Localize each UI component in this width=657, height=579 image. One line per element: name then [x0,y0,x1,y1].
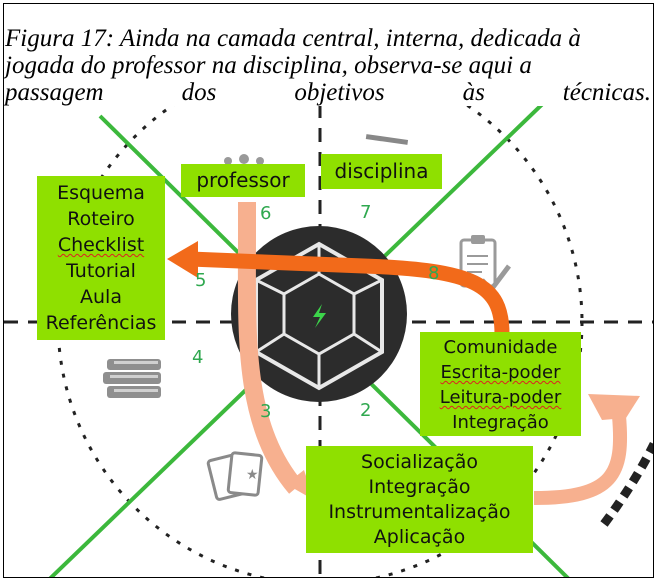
peach-arrow-objectives-to-community [533,415,628,505]
technique-item: Roteiro [67,208,135,230]
outer-bold-dashed-arc [600,441,653,527]
peach-arrowhead-community [588,394,640,420]
technique-item: Referências [45,312,157,334]
sector-number-8: 8 [428,263,439,284]
community-box: Comunidade Escrita-poder Leitura-poder I… [420,332,581,436]
caption-word: passagem [5,79,104,106]
orange-arrow-community-to-techniques [189,251,510,335]
sector-number-7: 7 [360,202,371,223]
caption-line-1: Figura 17: Ainda na camada central, inte… [5,25,581,52]
caption-word: técnicas. [562,79,651,106]
book-stack-icon [103,359,161,398]
sector-number-2: 2 [360,400,371,421]
objective-item: Aplicação [373,526,466,548]
cards-icon: ★ [206,451,264,501]
caption-word: objetivos [294,79,385,106]
objective-item: Integração [368,476,471,498]
svg-text:★: ★ [246,467,259,483]
people-icon [224,154,264,165]
technique-item: Aula [80,286,122,308]
orange-arrowhead-techniques [167,241,198,278]
professor-label-text: professor [196,168,290,192]
community-item: Comunidade [443,337,558,358]
caption-word: às [462,79,485,106]
sector-number-6: 6 [260,203,271,224]
technique-item: Tutorial [66,260,136,282]
disciplina-label: disciplina [321,154,442,189]
disciplina-label-text: disciplina [334,159,429,183]
community-item: Leitura-poder [439,387,562,408]
community-item: Integração [452,412,549,433]
technique-item: Checklist [57,234,145,256]
sector-number-3: 3 [260,401,271,422]
caption-line-2: jogada do professor na disciplina, obser… [5,52,532,79]
caption-word: dos [181,79,217,106]
diagram-canvas: ★ 6 7 8 5 4 3 2 [4,58,653,577]
diagram-frame: ★ 6 7 8 5 4 3 2 [3,3,654,578]
hammer-icon [365,134,409,145]
techniques-box: Esquema Roteiro Checklist Tutorial Aula … [37,176,165,340]
technique-item: Esquema [57,182,145,204]
sector-number-4: 4 [192,347,203,368]
figure-caption: Figura 17: Ainda na camada central, inte… [5,25,651,106]
community-item: Escrita-poder [440,362,561,383]
objective-item: Socialização [361,451,478,473]
caption-line-3: passagem dos objetivos às técnicas. [5,79,651,106]
objective-item: Instrumentalização [328,501,511,523]
objectives-box: Socialização Integração Instrumentalizaç… [306,446,533,553]
sector-number-5: 5 [195,270,206,291]
professor-label: professor [181,164,305,197]
